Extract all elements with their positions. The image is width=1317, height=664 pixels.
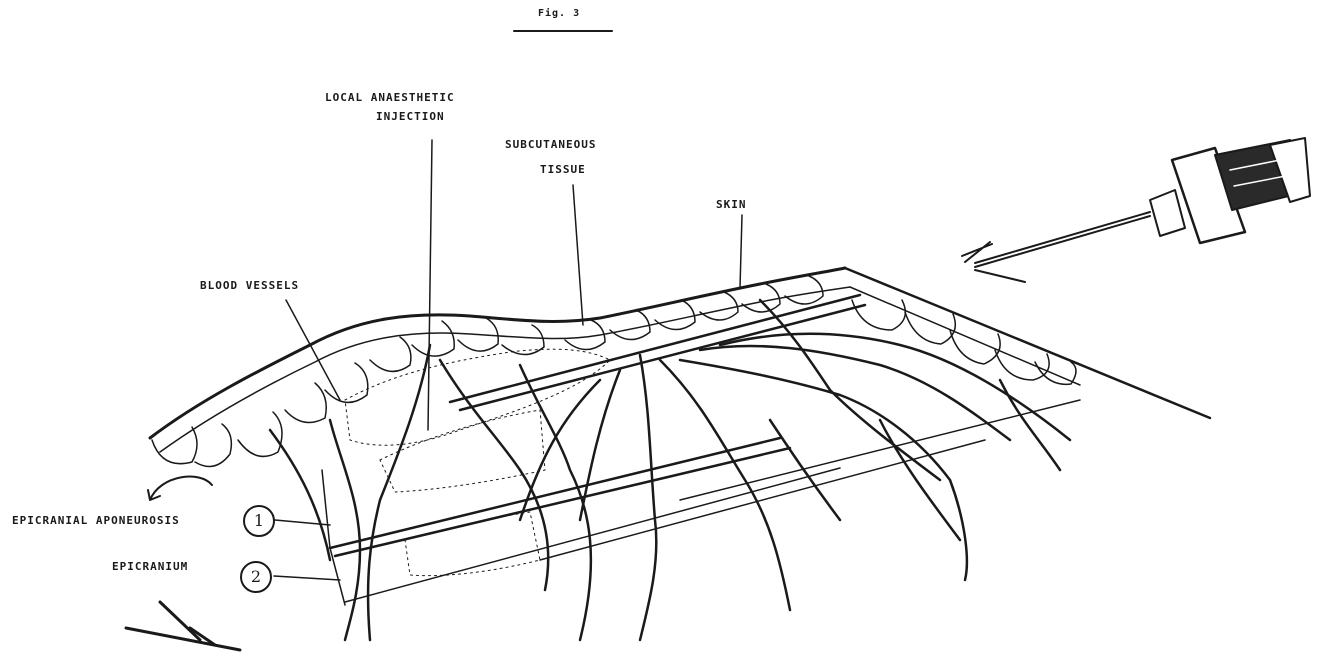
leader-local-anaesthetic bbox=[428, 140, 432, 430]
syringe-hub bbox=[1150, 190, 1185, 236]
label-subcutaneous-line2: TISSUE bbox=[540, 163, 586, 176]
leader-marker-2 bbox=[274, 576, 340, 580]
marker-2: 2 bbox=[240, 561, 272, 593]
skin-surface-line bbox=[150, 268, 845, 438]
syringe-icon bbox=[962, 138, 1310, 282]
leader-skin bbox=[740, 215, 742, 288]
epicranium-layer bbox=[345, 400, 1080, 602]
label-blood-vessels: BLOOD VESSELS bbox=[200, 279, 299, 292]
leader-subcutaneous bbox=[573, 185, 583, 325]
leader-marker-1 bbox=[275, 520, 330, 525]
label-skin: SKIN bbox=[716, 198, 747, 211]
scratch-marks bbox=[126, 602, 240, 650]
figure-title: Fig. 3 bbox=[538, 8, 580, 19]
marker-1: 1 bbox=[243, 505, 275, 537]
label-epicranium: EPICRANIUM bbox=[112, 560, 188, 573]
label-local-anaesthetic-line2: INJECTION bbox=[376, 110, 445, 123]
needle-shaft bbox=[975, 212, 1150, 263]
leader-blood-vessels bbox=[286, 300, 340, 400]
label-epicranial-aponeurosis: EPICRANIAL APONEUROSIS bbox=[12, 514, 180, 527]
label-local-anaesthetic-line1: LOCAL ANAESTHETIC bbox=[325, 91, 455, 104]
blood-vessels bbox=[270, 300, 1070, 640]
label-subcutaneous-line1: SUBCUTANEOUS bbox=[505, 138, 596, 151]
block-right-edge bbox=[845, 268, 1210, 418]
curved-arrow bbox=[148, 477, 212, 500]
